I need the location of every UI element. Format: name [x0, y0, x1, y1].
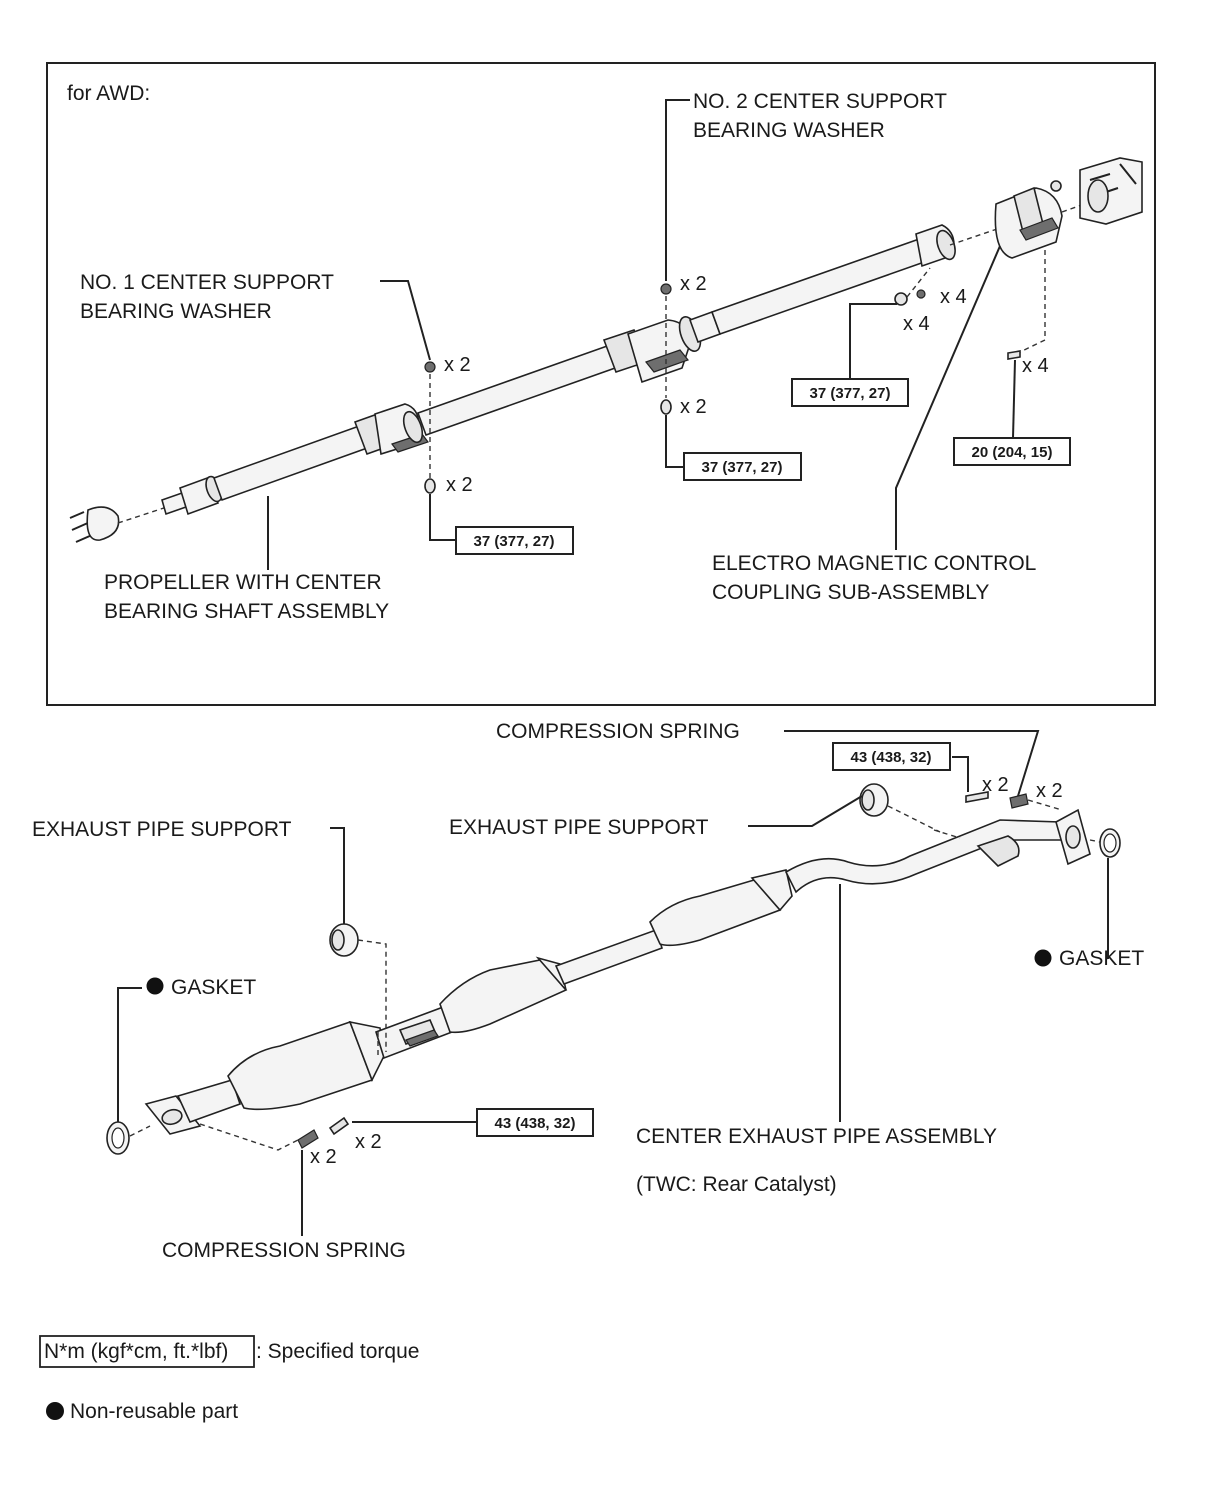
- top-bolt: [965, 791, 989, 803]
- no1-washer-label: NO. 1 CENTER SUPPORT: [80, 271, 334, 294]
- qty-no1-bottom: x 2: [446, 474, 473, 496]
- nonreusable-dot-left: [146, 977, 164, 995]
- qty-flange-nut: x 4: [903, 313, 930, 335]
- svg-text:37 (377, 27): 37 (377, 27): [474, 533, 555, 550]
- coupling-label: ELECTRO MAGNETIC CONTROL: [712, 552, 1036, 575]
- no2-washer-label-2: BEARING WASHER: [693, 119, 885, 142]
- compression-spring-label-top: COMPRESSION SPRING: [496, 720, 740, 743]
- qty-coupling-bolt: x 4: [1022, 355, 1049, 377]
- exhaust-fasteners: [199, 791, 1063, 1151]
- qty-no2-bottom: x 2: [680, 396, 707, 418]
- qty-no2-top: x 2: [680, 273, 707, 295]
- transfer-connection-illustration: [69, 505, 171, 543]
- propeller-label: PROPELLER WITH CENTER: [104, 571, 382, 594]
- exhaust-support-left: [329, 923, 359, 957]
- coupling-assembly-illustration: [949, 157, 1143, 259]
- svg-text:37 (377, 27): 37 (377, 27): [810, 385, 891, 402]
- svg-text:20 (204, 15): 20 (204, 15): [972, 444, 1053, 461]
- torque-box-right: 37 (377, 27): [791, 378, 909, 407]
- svg-text:43 (438, 32): 43 (438, 32): [851, 749, 932, 766]
- no1-washer-top: [424, 361, 436, 373]
- flange-washer: [916, 289, 926, 299]
- qty-bottom-bolt: x 2: [355, 1131, 382, 1153]
- compression-spring-label-bottom: COMPRESSION SPRING: [162, 1239, 406, 1262]
- center-pipe-label: CENTER EXHAUST PIPE ASSEMBLY: [636, 1125, 997, 1148]
- top-spring: [1009, 793, 1029, 809]
- propeller-label-2: BEARING SHAFT ASSEMBLY: [104, 600, 389, 623]
- awd-title: for AWD:: [67, 82, 150, 105]
- legend-torque: N*m (kgf*cm, ft.*lbf) : Specified torque: [39, 1335, 419, 1368]
- bottom-bolt: [328, 1116, 350, 1136]
- qty-top-bolt: x 2: [982, 774, 1009, 796]
- awd-fasteners: [424, 250, 1046, 494]
- no1-bolt-bottom: [424, 478, 436, 494]
- nonreusable-dot-right: [1034, 949, 1052, 967]
- svg-text:37 (377, 27): 37 (377, 27): [702, 459, 783, 476]
- exhaust-support-label-left: EXHAUST PIPE SUPPORT: [32, 818, 292, 841]
- exhaust-leader-lines: [117, 730, 1109, 1236]
- twc-label: (TWC: Rear Catalyst): [636, 1173, 837, 1196]
- awd-leader-lines: [267, 99, 1016, 570]
- coupling-bolt: [1007, 350, 1021, 360]
- legend-nonreusable: Non-reusable part: [46, 1400, 238, 1423]
- gasket-rear: [1099, 828, 1121, 858]
- bottom-spring: [297, 1129, 319, 1149]
- gasket-front: [106, 1121, 130, 1155]
- gasket-label-right: GASKET: [1059, 947, 1144, 970]
- no2-washer-top: [660, 283, 672, 295]
- propeller-shaft-illustration: [161, 224, 956, 516]
- torque-box-exhaust-top: 43 (438, 32): [832, 742, 951, 771]
- svg-text:43 (438, 32): 43 (438, 32): [495, 1115, 576, 1132]
- qty-bottom-spring: x 2: [310, 1146, 337, 1168]
- torque-box-exhaust-bottom: 43 (438, 32): [476, 1108, 594, 1137]
- svg-text:Non-reusable part: Non-reusable part: [70, 1400, 238, 1423]
- center-exhaust-pipe-illustration: [144, 808, 1091, 1135]
- exhaust-support-label-right: EXHAUST PIPE SUPPORT: [449, 816, 709, 839]
- qty-flange-washer: x 4: [940, 286, 967, 308]
- coupling-label-2: COUPLING SUB-ASSEMBLY: [712, 581, 989, 604]
- awd-section-frame: [46, 62, 1156, 706]
- exhaust-support-right: [859, 783, 889, 817]
- qty-top-spring: x 2: [1036, 780, 1063, 802]
- svg-text:: Specified torque: : Specified torque: [256, 1340, 419, 1363]
- no1-washer-label-2: BEARING WASHER: [80, 300, 272, 323]
- no2-washer-label: NO. 2 CENTER SUPPORT: [693, 90, 947, 113]
- torque-box-left: 37 (377, 27): [455, 526, 574, 555]
- torque-box-mid: 37 (377, 27): [683, 452, 802, 481]
- no2-bolt-bottom: [660, 399, 672, 415]
- gasket-label-left: GASKET: [171, 976, 256, 999]
- svg-text:N*m (kgf*cm, ft.*lbf): N*m (kgf*cm, ft.*lbf): [44, 1340, 228, 1363]
- torque-box-coupling: 20 (204, 15): [953, 437, 1071, 466]
- flange-nut: [894, 292, 908, 306]
- qty-no1-top: x 2: [444, 354, 471, 376]
